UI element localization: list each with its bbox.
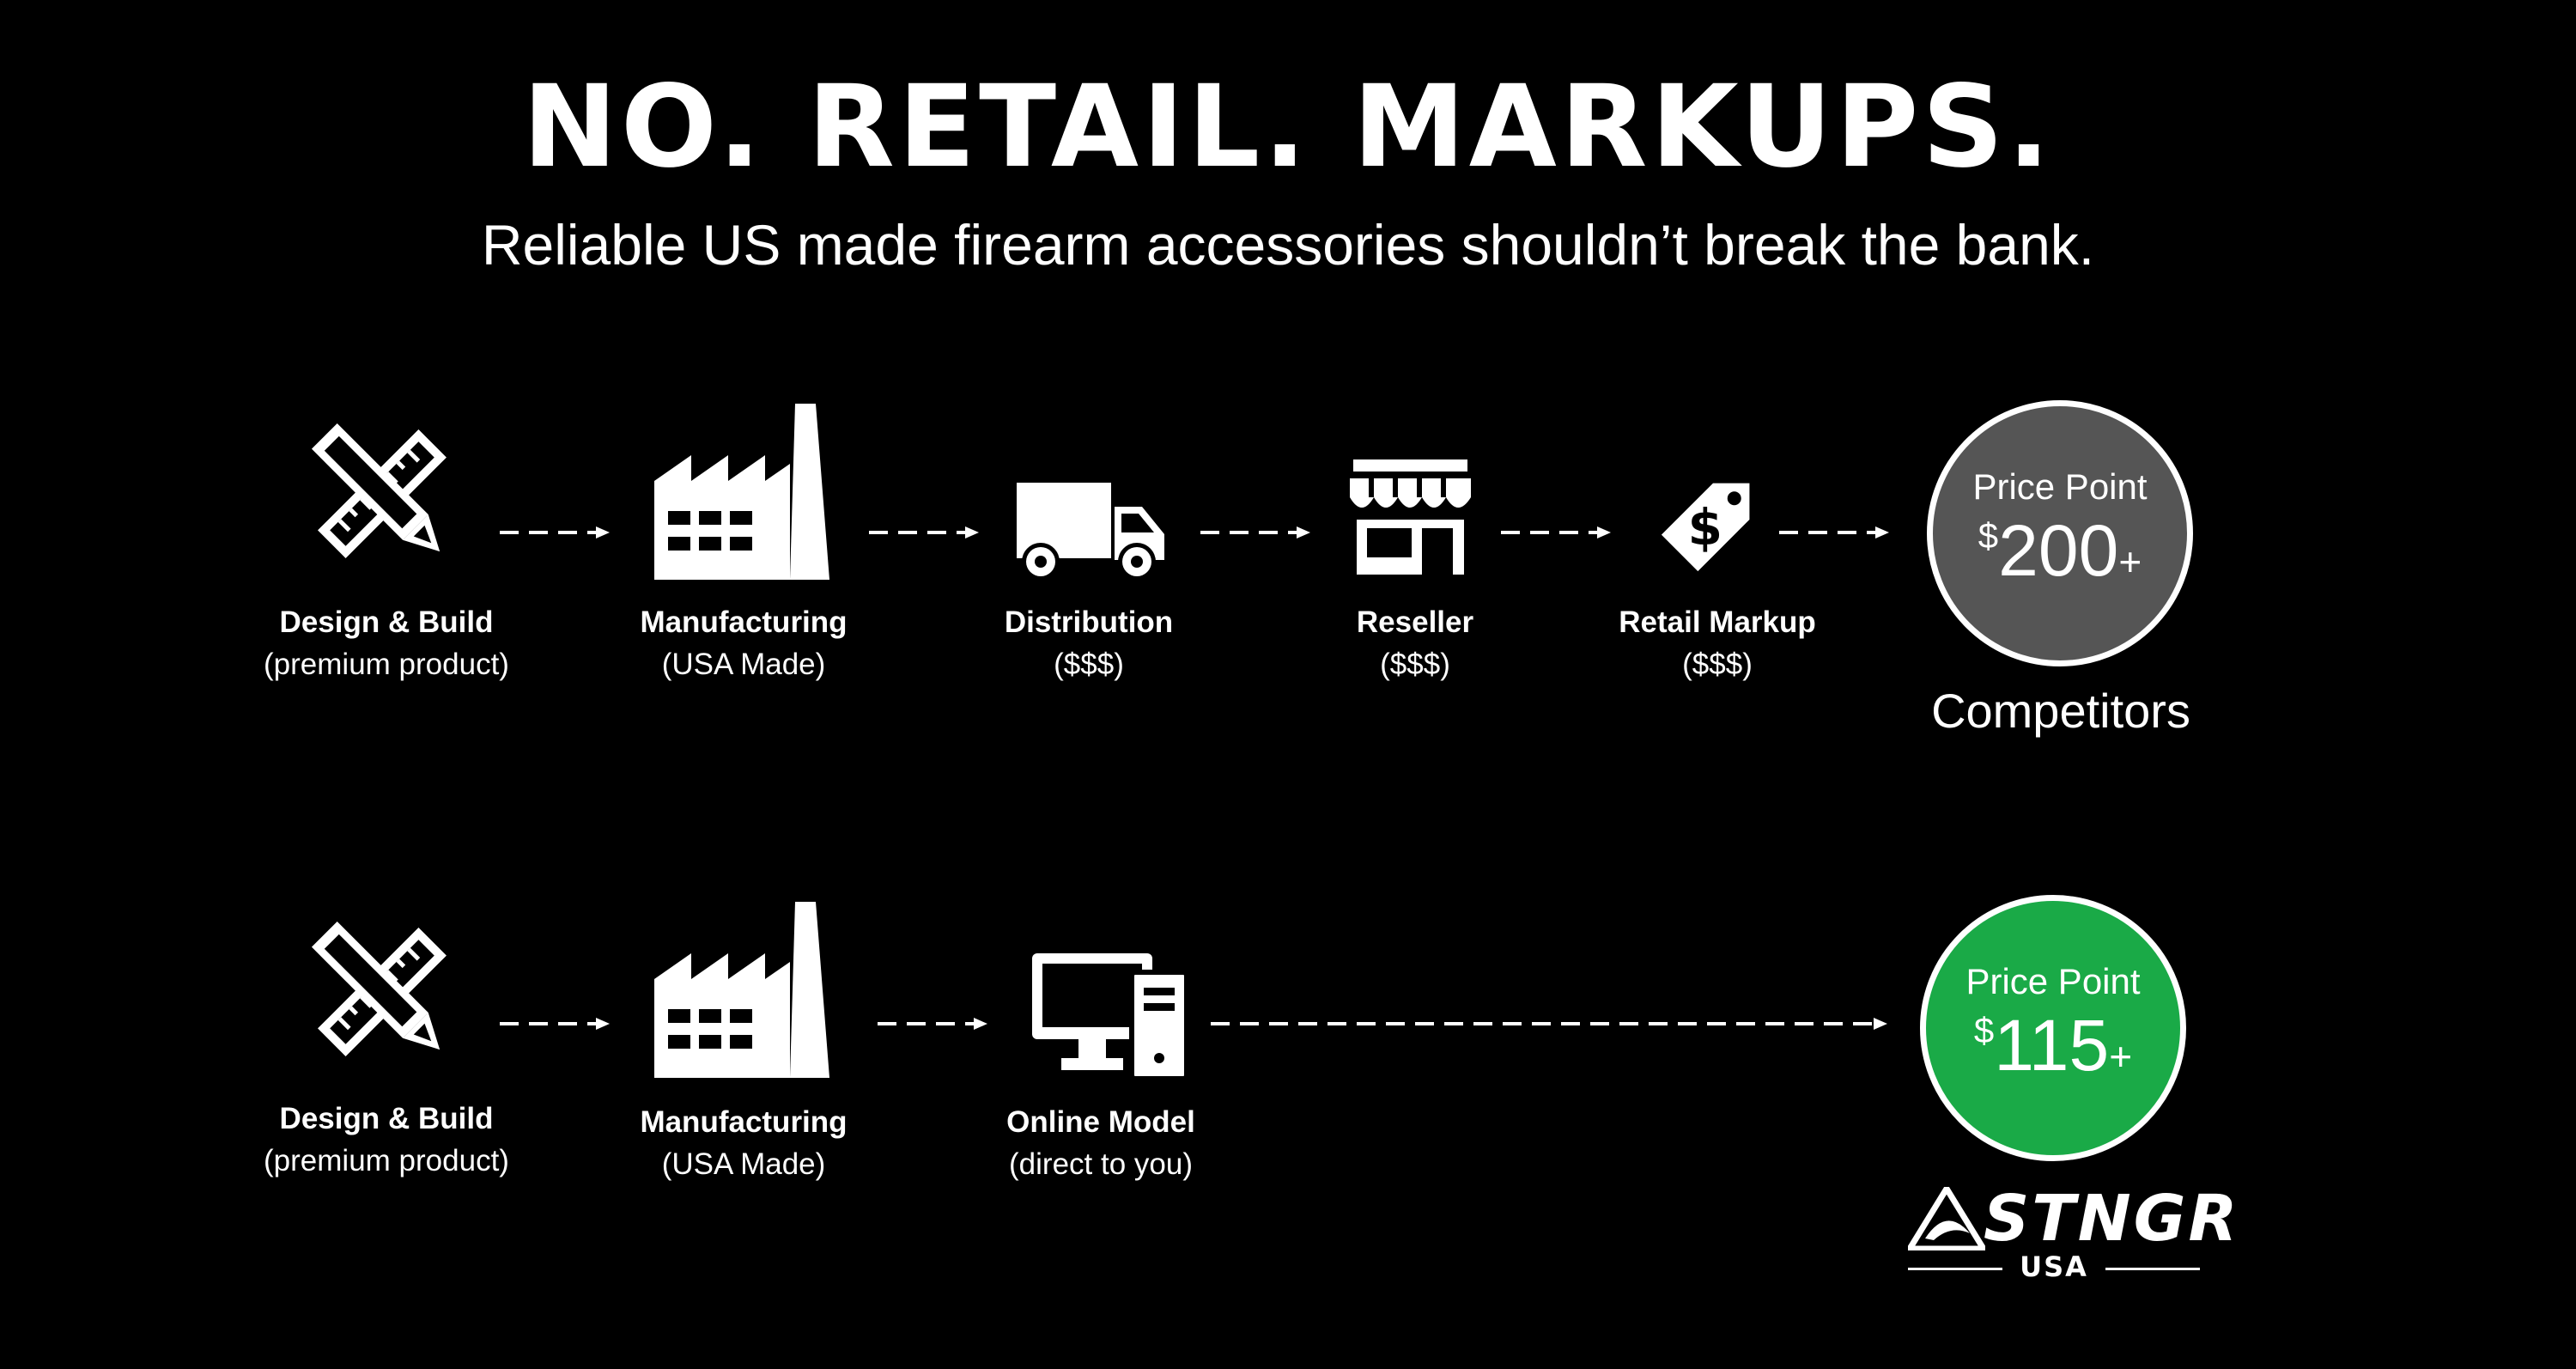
step-label: Online Model(direct to you) bbox=[1006, 1105, 1195, 1181]
step-label: Design & Build(premium product) bbox=[264, 605, 509, 681]
flow-arrow bbox=[500, 526, 610, 538]
price-amount: $200+ bbox=[1978, 510, 2142, 591]
stingray-logo-icon bbox=[1908, 1187, 1985, 1250]
logo-rule bbox=[2105, 1268, 2200, 1270]
headline: NO. RETAIL. MARKUPS. bbox=[522, 61, 2054, 193]
computer-icon bbox=[1032, 953, 1189, 1080]
subheadline: Reliable US made firearm accessories sho… bbox=[481, 213, 2095, 277]
step-label: Manufacturing(USA Made) bbox=[640, 605, 848, 681]
logo-wordmark: STNGR bbox=[1984, 1182, 2240, 1256]
competitor-price-circle: Price Point $200+ bbox=[1927, 400, 2193, 666]
flow-arrow bbox=[878, 1018, 987, 1030]
step-label: Manufacturing(USA Made) bbox=[640, 1105, 848, 1181]
flow-arrow bbox=[1501, 526, 1611, 538]
competitors-caption: Competitors bbox=[1931, 684, 2190, 738]
truck-icon bbox=[1017, 483, 1164, 581]
price-label: Price Point bbox=[1972, 466, 2148, 507]
step-label: Retail Markup($$$) bbox=[1619, 605, 1816, 681]
price-label: Price Point bbox=[1965, 961, 2141, 1001]
flow-arrow-long bbox=[1211, 1018, 1887, 1030]
factory-icon bbox=[654, 404, 829, 580]
logo-rule bbox=[1908, 1268, 2002, 1270]
svg-text:$: $ bbox=[1688, 498, 1722, 557]
stngr-usa-logo: STNGR USA bbox=[1908, 1182, 2237, 1283]
flow-arrow bbox=[869, 526, 979, 538]
price-amount: $115+ bbox=[1973, 1005, 2133, 1086]
logo-usa: USA bbox=[2020, 1250, 2088, 1283]
step-label: Distribution($$$) bbox=[1004, 605, 1174, 681]
factory-icon bbox=[654, 902, 829, 1078]
step-label: Reseller($$$) bbox=[1356, 605, 1474, 681]
flow-arrow bbox=[1779, 526, 1889, 538]
storefront-icon bbox=[1350, 459, 1471, 575]
flow-arrow bbox=[1200, 526, 1310, 538]
design-tools-icon bbox=[311, 423, 447, 558]
stngr-price-circle: Price Point $115+ bbox=[1920, 895, 2186, 1161]
design-tools-icon bbox=[311, 921, 447, 1056]
flow-arrow bbox=[500, 1018, 610, 1030]
step-label: Design & Build(premium product) bbox=[264, 1102, 509, 1177]
price-tag-icon: $ bbox=[1661, 483, 1750, 572]
